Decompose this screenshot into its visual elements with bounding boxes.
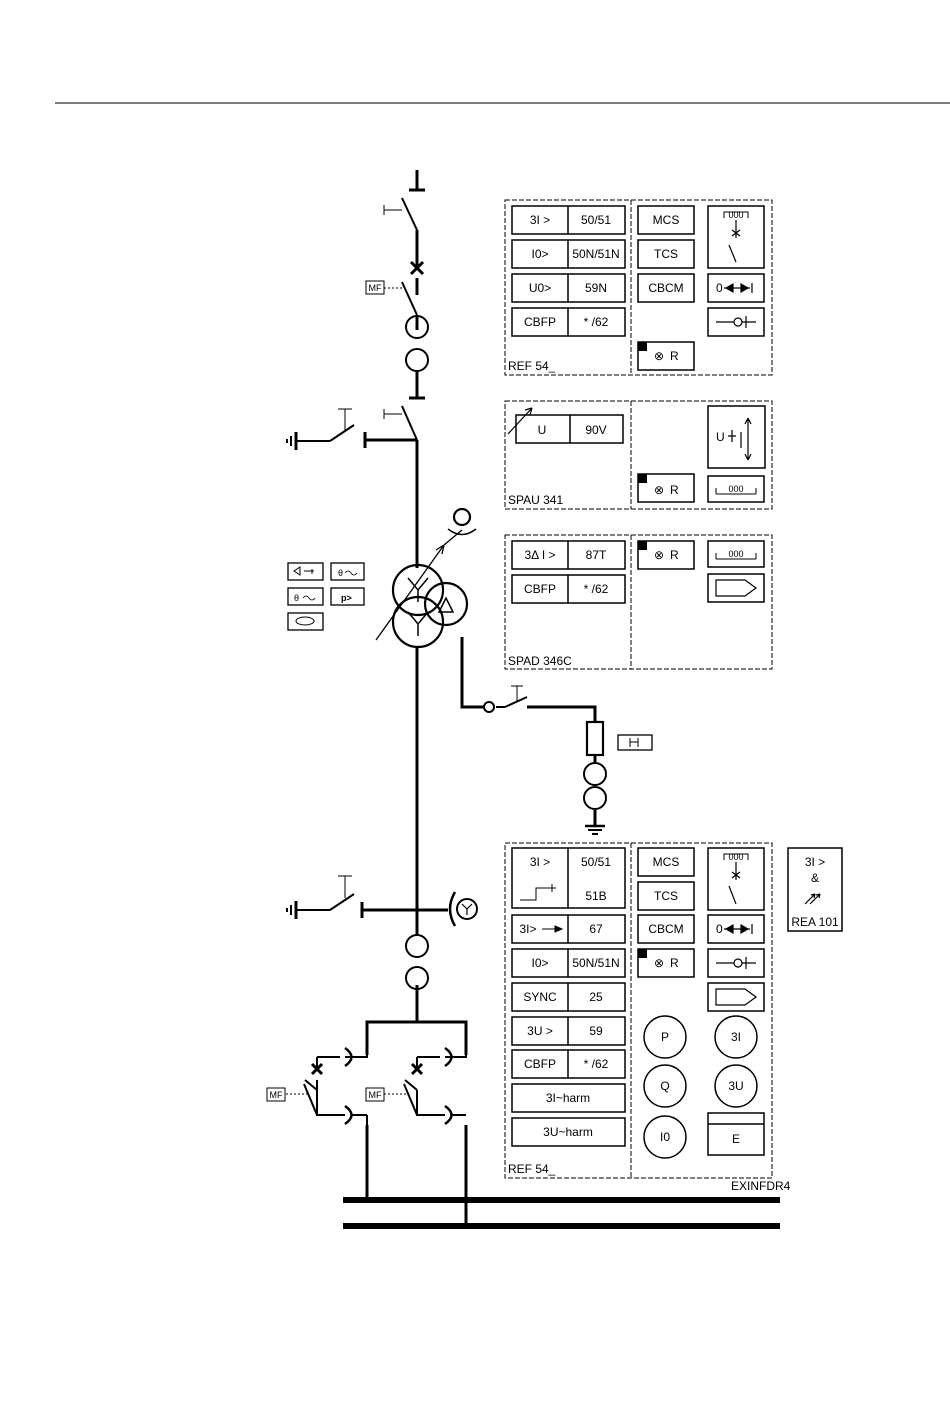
- mf-label-top: MF: [369, 283, 382, 293]
- position-label: 0: [716, 922, 723, 936]
- fn-name-3: U0>: [529, 281, 551, 295]
- fn-name-2: CBFP: [524, 582, 556, 596]
- meas-3u: 3U: [728, 1079, 743, 1093]
- circuit-breaker-top: [409, 260, 425, 276]
- mf-box-left: [266, 1087, 286, 1102]
- reset-indicator-icon: ⊗: [654, 548, 664, 562]
- mon-2: TCS: [654, 247, 678, 261]
- harm-2: 3U~harm: [543, 1125, 593, 1139]
- power-transformer: [375, 507, 477, 649]
- top-disconnector: [383, 197, 418, 231]
- reset-indicator-icon: ⊗: [654, 483, 664, 497]
- fn-name-3: 3I>: [519, 922, 536, 936]
- fn-code-4: * /62: [584, 315, 609, 329]
- panel-spau341: U 90V ⊗ R U 000 SPAU 341: [504, 400, 773, 510]
- rea-line-1: 3I >: [805, 855, 825, 869]
- light-arc-icon: [804, 893, 821, 905]
- fn-name-4: CBFP: [524, 315, 556, 329]
- tapchanger-label: U: [716, 430, 725, 444]
- trip-arrow-icon: [715, 988, 758, 1006]
- breaker-x-marks: [310, 1062, 424, 1076]
- fn-name-1: 3I >: [530, 213, 550, 227]
- fn-code-1: 87T: [586, 548, 607, 562]
- theta-label-1: θ: [338, 568, 343, 578]
- fn-name-1: 3Δ I >: [524, 548, 555, 562]
- busbar-breakers: [304, 1046, 467, 1126]
- rea-line-2: &: [811, 871, 819, 885]
- reset-label: R: [670, 548, 679, 562]
- harm-1: 3I~harm: [546, 1091, 590, 1105]
- mon-3: CBCM: [648, 922, 683, 936]
- panel-label: SPAU 341: [508, 493, 563, 507]
- counter-label: 000: [728, 484, 743, 494]
- fn-code-7: * /62: [584, 1057, 609, 1071]
- fn-name-5: SYNC: [523, 990, 557, 1004]
- meas-e: E: [732, 1132, 740, 1146]
- fn-code: 90V: [585, 423, 606, 437]
- cable-voltage-indicator: [448, 891, 478, 927]
- reset-indicator-icon: ⊗: [654, 349, 664, 363]
- panel-label: SPAD 346C: [508, 654, 572, 668]
- fn-code-3: 59N: [585, 281, 607, 295]
- trip-arrow-icon: [715, 579, 758, 597]
- mon-3: CBCM: [648, 281, 683, 295]
- earthing-switch-bottom: [286, 875, 355, 919]
- mf-box-right: [365, 1087, 385, 1102]
- fn-code-1: 50/51: [581, 213, 611, 227]
- panel-spad346c: 3Δ I > 87T CBFP * /62 ⊗ R 000 SPAD 346C: [504, 534, 773, 670]
- fn-code-1: 50/51: [581, 855, 611, 869]
- reset-label: R: [670, 956, 679, 970]
- rea101-box: 3I > & REA 101: [787, 847, 843, 932]
- mon-1: MCS: [653, 855, 680, 869]
- mon-2: TCS: [654, 889, 678, 903]
- fn-code-2: * /62: [584, 582, 609, 596]
- fn-code-3: 67: [589, 922, 603, 936]
- mf-label-left: MF: [270, 1090, 283, 1100]
- transformer-protection-boxes: θ θ p>: [287, 562, 365, 631]
- fn-name-2: I0>: [531, 247, 548, 261]
- pressure-label: p>: [341, 593, 352, 603]
- panel-label: REF 54_: [508, 1162, 556, 1176]
- meas-i0: I0: [660, 1130, 670, 1144]
- theta-label-2: θ: [294, 593, 299, 603]
- current-transformers-top: [405, 315, 429, 372]
- counter-label: 000: [728, 852, 743, 862]
- fn-code-5: 25: [589, 990, 603, 1004]
- fn-name: U: [538, 423, 547, 437]
- fn-code-2: 51B: [585, 889, 606, 903]
- fn-name-6: 3U >: [527, 1024, 553, 1038]
- fn-code-2: 50N/51N: [572, 247, 619, 261]
- panel-ref54-top: 3I > 50/51 I0> 50N/51N U0> 59N CBFP * /6…: [504, 199, 773, 376]
- mf-label-right: MF: [369, 1090, 382, 1100]
- counter-label: 000: [728, 549, 743, 559]
- rea-label: REA 101: [791, 915, 839, 929]
- counter-label: 000: [728, 210, 743, 220]
- breaker-blades-bottom: [303, 1083, 418, 1116]
- position-label: 0: [716, 281, 723, 295]
- fn-name-4: I0>: [531, 956, 548, 970]
- mf-breaker-top: [384, 281, 418, 316]
- figure-code: EXINFDR4: [731, 1179, 791, 1193]
- main-feeder-line: [360, 170, 597, 1226]
- neutral-earthing: [483, 685, 653, 835]
- fn-code-4: 50N/51N: [572, 956, 619, 970]
- fn-name-1: 3I >: [530, 855, 550, 869]
- meas-q: Q: [660, 1079, 669, 1093]
- mon-1: MCS: [653, 213, 680, 227]
- reset-label: R: [670, 349, 679, 363]
- fn-name-7: CBFP: [524, 1057, 556, 1071]
- reset-indicator-icon: ⊗: [654, 956, 664, 970]
- meas-3i: 3I: [731, 1030, 741, 1044]
- panel-label: REF 54_: [508, 359, 556, 373]
- earthing-switch-top: [286, 408, 355, 450]
- meas-p: P: [661, 1030, 669, 1044]
- disconnector-2: [383, 405, 418, 441]
- fn-code-6: 59: [589, 1024, 603, 1038]
- reset-label: R: [670, 483, 679, 497]
- panel-ref54-bottom: 3I > 50/51 51B 3I> 67 I0> 50N/51N SYNC 2…: [504, 842, 773, 1179]
- current-transformers-bottom: [405, 934, 429, 990]
- mf-box-top: [365, 280, 385, 295]
